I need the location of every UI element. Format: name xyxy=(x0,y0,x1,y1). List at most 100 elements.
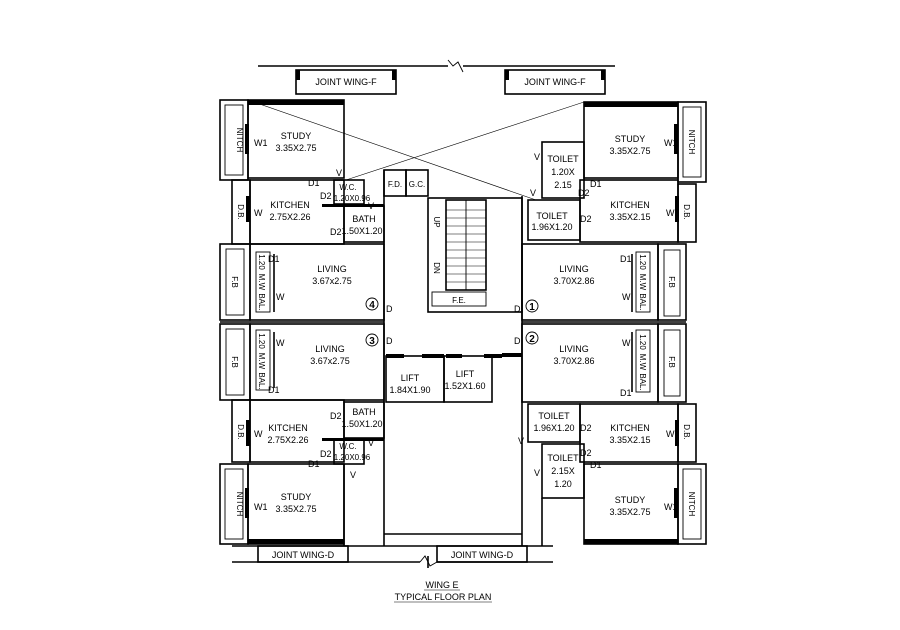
room-br-kitchen-size: 3.35X2.15 xyxy=(609,435,650,445)
room-bl-study-name: STUDY xyxy=(281,492,312,502)
tag-w-kitchen-bl: W xyxy=(254,429,263,439)
fire-duct-label: F.D. xyxy=(388,180,402,189)
tag-w-kitchen-tr: W xyxy=(666,208,675,218)
tag-d1-kitchen-bl: D1 xyxy=(308,459,320,469)
bal-tl-width: 1.20 xyxy=(257,254,266,270)
tag-w-living-br: W xyxy=(622,338,631,348)
room-tr-toilet2-size: 1.96X1.20 xyxy=(531,222,572,232)
tag-w-living-tr: W xyxy=(622,292,631,302)
lift-1-name: LIFT xyxy=(401,373,420,383)
tag-d2-toilet2-br: D2 xyxy=(580,448,592,458)
fb-br: F.B xyxy=(667,356,676,368)
room-tl-wc-size: 1.20X0.96 xyxy=(334,194,371,203)
room-bl-living-name: LIVING xyxy=(315,344,345,354)
stair-up-label: UP xyxy=(432,216,441,227)
bal-bl-width: 1.20 xyxy=(257,333,266,349)
flat-number-1: 1 xyxy=(525,299,539,313)
bal-tl-type: M.W xyxy=(257,274,266,291)
room-tl-bath-size: 1.50X1.20 xyxy=(341,226,382,236)
side-labels: NITCH NITCH NITCH NITCH D.B. D.B. D.B. D… xyxy=(230,128,696,517)
core-labels: F.D. G.C. UP DN F.E. xyxy=(388,180,466,305)
db-tr: D.B. xyxy=(682,204,691,220)
room-br-toilet2-size-b: 1.20 xyxy=(554,479,572,489)
room-tl-wc-name: W.C. xyxy=(339,183,356,192)
room-bl-bath-name: BATH xyxy=(352,407,375,417)
tag-w1-br: W1 xyxy=(664,502,678,512)
bal-br-name: BAL. xyxy=(638,373,647,390)
tag-d-living-tl: D xyxy=(386,304,393,314)
tag-v-bath-bl: V xyxy=(368,438,374,448)
bal-tr-type: M.W xyxy=(638,274,647,291)
fb-bl: F.B xyxy=(230,356,239,368)
door-window-tags: W1 W1 W W W W D1 D1 D1 D1 D2 D2 D2 D2 V … xyxy=(254,138,678,512)
room-tl-living-name: LIVING xyxy=(317,264,347,274)
right-flats-walls xyxy=(521,101,707,545)
bal-br-type: M.W xyxy=(638,354,647,371)
bottom-joint-wing: JOINT WING-D JOINT WING-D xyxy=(232,545,553,568)
nitch-tr: NITCH xyxy=(687,130,696,155)
tag-d1-bal-bl: D1 xyxy=(268,385,280,395)
room-tr-study-size: 3.35X2.75 xyxy=(609,146,650,156)
tag-v-toilet2-tr: V xyxy=(530,188,536,198)
bal-tr-width: 1.20 xyxy=(638,254,647,270)
tag-v-wc-bl: V xyxy=(350,470,356,480)
room-tr-toilet2-name: TOILET xyxy=(536,211,568,221)
tag-w1-tl: W1 xyxy=(254,138,268,148)
svg-text:1: 1 xyxy=(529,302,535,313)
flat-numbers: 1 2 3 4 xyxy=(365,297,539,347)
tag-w-kitchen-tl: W xyxy=(254,208,263,218)
tag-w1-tr: W1 xyxy=(664,138,678,148)
fb-tl: F.B xyxy=(230,276,239,288)
flat-number-3: 3 xyxy=(365,333,379,347)
lift-2-name: LIFT xyxy=(456,369,475,379)
room-tr-study-name: STUDY xyxy=(615,134,646,144)
tag-w-living-bl: W xyxy=(276,338,285,348)
room-tr-living-size: 3.70X2.86 xyxy=(553,276,594,286)
drawing-caption: WING E TYPICAL FLOOR PLAN xyxy=(394,580,492,603)
tag-d2-bath-tl: D2 xyxy=(330,227,342,237)
garbage-chute-label: G.C. xyxy=(409,180,425,189)
tag-d1-bal-tr: D1 xyxy=(620,254,632,264)
room-bl-kitchen-size: 2.75X2.26 xyxy=(267,435,308,445)
tag-d2-toilet1-br: D2 xyxy=(580,423,592,433)
bal-bl-type: M.W xyxy=(257,353,266,370)
tag-d-living-tr: D xyxy=(514,304,521,314)
lift-2-size: 1.52X1.60 xyxy=(444,381,485,391)
room-tr-toilet1-size-a: 1.20X xyxy=(551,167,575,177)
room-tl-study-name: STUDY xyxy=(281,131,312,141)
room-bl-wc-size: 1.20X0.96 xyxy=(334,453,371,462)
tag-d1-kitchen-br: D1 xyxy=(590,460,602,470)
tag-d1-kitchen-tr: D1 xyxy=(590,179,602,189)
room-tl-kitchen-size: 2.75X2.26 xyxy=(269,212,310,222)
tag-v-wc-tl: V xyxy=(336,168,342,178)
room-br-kitchen-name: KITCHEN xyxy=(610,423,650,433)
room-tr-toilet1-size-b: 2.15 xyxy=(554,180,572,190)
tag-d2-wc-bl: D2 xyxy=(320,449,332,459)
fire-extinguisher-label: F.E. xyxy=(452,296,466,305)
room-tr-living-name: LIVING xyxy=(559,264,589,274)
svg-text:2: 2 xyxy=(529,334,535,345)
tag-d-living-br: D xyxy=(514,336,521,346)
room-br-living-name: LIVING xyxy=(559,344,589,354)
tag-v-toilet2-br: V xyxy=(534,468,540,478)
room-br-toilet2-name: TOILET xyxy=(547,453,579,463)
tag-d1-kitchen-tl: D1 xyxy=(308,178,320,188)
room-labels: STUDY 3.35X2.75 KITCHEN 2.75X2.26 LIVING… xyxy=(267,131,650,517)
caption-subtitle: TYPICAL FLOOR PLAN xyxy=(395,592,492,602)
tag-d2-toilet1-tr: D2 xyxy=(578,188,590,198)
room-br-toilet1-size: 1.96X1.20 xyxy=(533,423,574,433)
lift-1-size: 1.84X1.90 xyxy=(389,385,430,395)
top-joint-wing: JOINT WING-F JOINT WING-F xyxy=(258,59,615,95)
bal-tl-name: BAL. xyxy=(257,293,266,310)
void-cross-lines xyxy=(247,99,585,201)
stair-down-label: DN xyxy=(432,262,441,274)
bal-bl-name: BAL. xyxy=(257,372,266,389)
tag-d-living-bl: D xyxy=(386,336,393,346)
joint-wing-f-right: JOINT WING-F xyxy=(524,77,586,87)
tag-w-kitchen-br: W xyxy=(666,429,675,439)
nitch-tl: NITCH xyxy=(235,128,244,153)
room-bl-bath-size: 1.50X1.20 xyxy=(341,419,382,429)
joint-wing-d-right: JOINT WING-D xyxy=(451,550,514,560)
bal-br-width: 1.20 xyxy=(638,334,647,350)
central-core xyxy=(343,169,543,546)
